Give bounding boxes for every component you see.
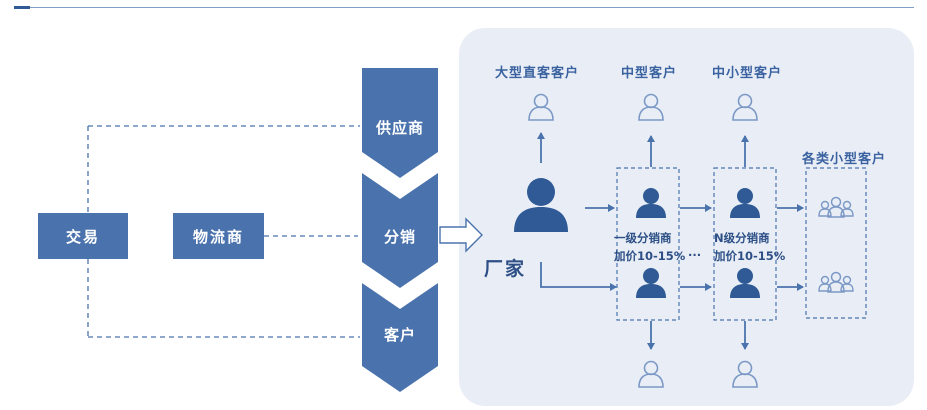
manufacturer-icon [514,178,568,232]
header-rule [14,7,914,8]
tierN-markup: 加价10-15% [714,249,786,263]
tier-boxes [616,167,867,321]
left-connectors [87,125,360,338]
tier1-distributor-icon [636,188,666,218]
large-direct-customer-icon [528,93,554,121]
small-customers-group-icon [818,196,854,218]
tier1-markup: 加价10-15% [614,249,686,263]
chevron-label-customer: 客户 [383,326,416,344]
label-small-various: 各类小型客户 [801,152,887,167]
chevron-distribution [362,173,438,288]
tier1-distributor-icon [636,268,666,298]
hollow-arrow [439,217,483,253]
chevron-label-supplier: 供应商 [375,119,424,137]
chevron-supplier [362,68,438,178]
tier1-customer-icon [638,360,664,388]
chevron-stack [362,68,438,392]
label-small-medium: 中小型客户 [711,66,783,81]
label-large-direct: 大型直客客户 [494,66,580,81]
tierN-name: N级分销商 [714,231,770,245]
trade-box: 交易 [38,213,128,259]
flow-arrows [537,132,804,350]
tierN-distributor-icon [730,268,760,298]
chevron-customer [362,283,438,392]
chevron-label-distribution: 分销 [383,228,416,246]
tier-ellipsis: ··· [688,248,702,262]
header-accent [14,6,30,9]
label-medium: 中型客户 [620,66,678,81]
tier1-name: 一级分销商 [614,231,672,245]
tierN-customer-icon [732,360,758,388]
small-medium-customer-icon [732,93,758,121]
small-customers-group-icon [818,271,854,293]
manufacturer-label: 厂家 [484,258,527,280]
logistics-box: 物流商 [173,213,264,259]
medium-customer-icon [638,93,664,121]
tierN-distributor-icon [730,188,760,218]
